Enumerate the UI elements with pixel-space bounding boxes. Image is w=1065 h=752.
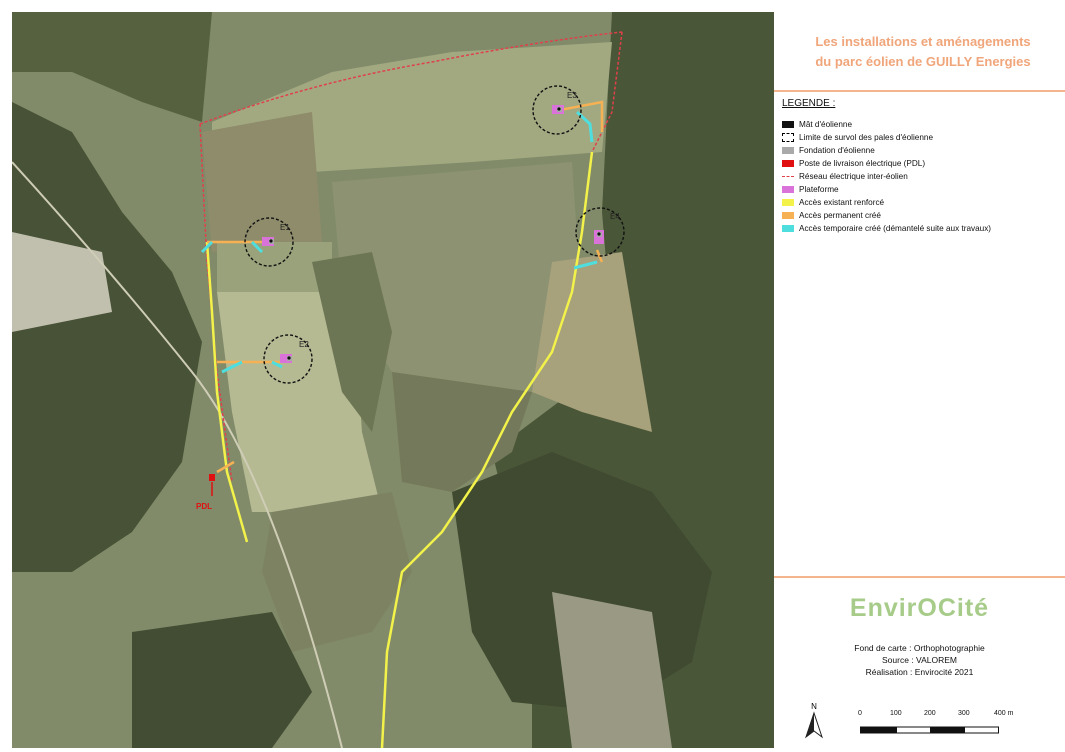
network-east	[591, 31, 623, 153]
access-permanent-pdl	[216, 460, 235, 474]
envirocite-logo: EnvirOCité	[849, 594, 990, 622]
turbine-label-e1: E1	[280, 223, 290, 232]
field-northwest	[202, 112, 322, 252]
credit-basemap: Fond de carte : Orthophotographie	[854, 643, 985, 653]
access-existing-east	[380, 151, 594, 748]
access-temporary-e4	[573, 260, 598, 270]
buildings-west	[12, 232, 112, 332]
pdl-swatch	[782, 160, 794, 167]
access-temporary-swatch	[782, 225, 794, 232]
pdl-marker	[209, 474, 215, 481]
map-canvas	[12, 12, 774, 748]
map-title-line1: Les installations et aménagements	[815, 34, 1031, 49]
rotor-limit-e2	[263, 334, 313, 384]
map-title-line2: du parc éolien de GUILLY Energies	[815, 54, 1031, 69]
mast-swatch	[782, 121, 794, 128]
legend-list: Mât d'éolienne Limite de survol des pale…	[782, 118, 1065, 235]
credit-author: Réalisation : Envirocité 2021	[865, 667, 974, 677]
forest-west	[12, 102, 202, 572]
legend-label: Mât d'éolienne	[799, 120, 852, 129]
mast-e1	[269, 239, 273, 243]
legend-label: Plateforme	[799, 185, 839, 194]
turbine-label-e2: E2	[299, 340, 309, 349]
mast-e4	[597, 232, 601, 236]
access-temporary-e2	[221, 360, 283, 374]
legend-label: Limite de survol des pales d'éolienne	[799, 133, 934, 142]
rotor-limit-e4	[575, 207, 625, 257]
forest-southwest	[132, 612, 312, 748]
credit-source: Source : VALOREM	[882, 655, 957, 665]
scale-tick-400: 400 m	[994, 710, 1014, 717]
platform-swatch	[782, 186, 794, 193]
legend-label: Accès existant renforcé	[799, 198, 885, 207]
scale-tick-100: 100	[890, 710, 902, 717]
legend-panel: Les installations et aménagements du par…	[774, 12, 1065, 748]
field-middle	[392, 372, 532, 492]
credits: Fond de carte : Orthophotographie Source…	[774, 642, 1065, 678]
rotor-limit-e1	[244, 217, 294, 267]
field-south	[262, 492, 412, 652]
forest-northwest	[12, 12, 212, 122]
scale-tick-0: 0	[858, 710, 862, 717]
access-temporary-e1	[200, 240, 264, 254]
foundation-swatch	[782, 147, 794, 154]
turbine-label-e3: E3	[567, 91, 577, 100]
legend-item-pdl: Poste de livraison électrique (PDL)	[782, 157, 1065, 170]
field-southeast	[552, 592, 672, 748]
legend-item-foundation: Fondation d'éolienne	[782, 144, 1065, 157]
legend-label: Poste de livraison électrique (PDL)	[799, 159, 926, 168]
scale-bar: 0 100 200 300 400 m	[858, 710, 1030, 740]
platform-e2	[280, 354, 292, 363]
north-arrow: N	[802, 702, 826, 746]
field-central	[332, 162, 582, 392]
mast-e3	[557, 107, 561, 111]
access-existing-west	[205, 241, 249, 543]
north-label: N	[811, 702, 817, 711]
compass-icon	[805, 711, 823, 739]
legend-item-rotor-limit: Limite de survol des pales d'éolienne	[782, 131, 1065, 144]
legend-label: Réseau électrique inter-éolien	[799, 172, 908, 181]
field-strip	[217, 242, 332, 292]
scale-tick-200: 200	[924, 710, 936, 717]
rotor-limit-e3	[532, 85, 582, 135]
scale-bar-graphic	[860, 726, 999, 734]
legend-item-access-existing: Accès existant renforcé	[782, 196, 1065, 209]
access-existing-swatch	[782, 199, 794, 206]
branding-divider	[774, 576, 1065, 578]
mast-e2	[287, 356, 291, 360]
pdl-label: PDL	[196, 502, 212, 511]
scale-tick-300: 300	[958, 710, 970, 717]
legend-item-network: Réseau électrique inter-éolien	[782, 170, 1065, 183]
map-title: Les installations et aménagements du par…	[782, 32, 1064, 72]
access-permanent-e3	[559, 100, 604, 132]
platform-e1	[262, 237, 274, 246]
wood-strip	[312, 252, 392, 432]
legend-item-access-permanent: Accès permanent créé	[782, 209, 1065, 222]
title-divider	[774, 90, 1065, 92]
turbine-label-e4: E4	[610, 212, 620, 221]
access-permanent-swatch	[782, 212, 794, 219]
aerial-map[interactable]: E1 E2 E3 E4 PDL	[12, 12, 774, 748]
scale-ticks: 0 100 200 300 400 m	[858, 710, 1030, 722]
road-diagonal	[12, 161, 343, 748]
network-north	[199, 31, 623, 125]
legend-item-platform: Plateforme	[782, 183, 1065, 196]
legend-heading: LEGENDE :	[782, 98, 836, 109]
legend-item-mast: Mât d'éolienne	[782, 118, 1065, 131]
network-swatch	[782, 176, 794, 177]
legend-label: Accès permanent créé	[799, 211, 881, 220]
legend-label: Fondation d'éolienne	[799, 146, 875, 155]
rotor-limit-swatch	[782, 133, 794, 142]
access-temporary-e3	[575, 110, 594, 143]
legend-item-access-temporary: Accès temporaire créé (démantelé suite a…	[782, 222, 1065, 235]
field-east	[532, 252, 652, 432]
legend-label: Accès temporaire créé (démantelé suite a…	[799, 224, 992, 233]
